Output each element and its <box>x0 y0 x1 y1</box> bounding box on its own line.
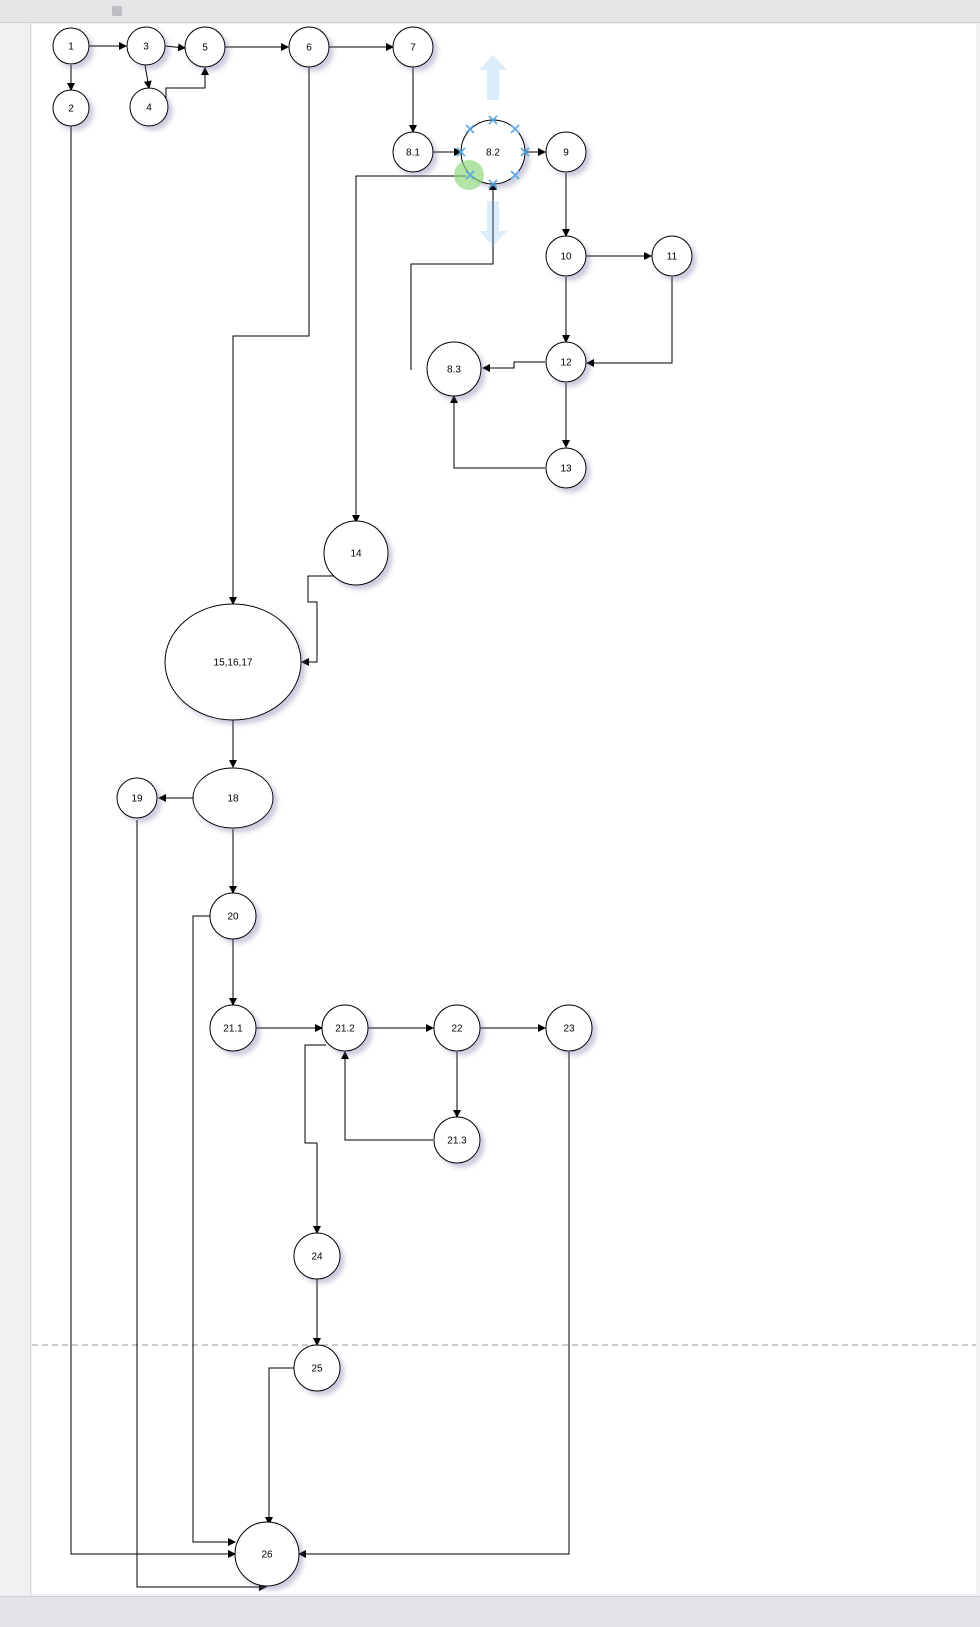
node-label: 7 <box>410 43 416 54</box>
handle-bottom-left-icon <box>465 170 475 180</box>
node-label: 6 <box>306 43 312 54</box>
node-20[interactable]: 20 <box>209 892 257 940</box>
node-7[interactable]: 7 <box>392 26 434 68</box>
edge-3-4 <box>143 64 152 89</box>
edge-83-82 <box>410 182 497 370</box>
node-14[interactable]: 14 <box>323 520 389 586</box>
node-21-2[interactable]: 21.2 <box>321 1004 369 1052</box>
node-11[interactable]: 11 <box>651 235 693 277</box>
node-label: 11 <box>667 252 678 263</box>
node-1[interactable]: 1 <box>52 27 90 65</box>
node-9[interactable]: 9 <box>545 131 587 173</box>
handle-top-right-icon <box>510 124 520 134</box>
node-label: 22 <box>451 1024 463 1035</box>
node-12[interactable]: 12 <box>545 341 587 383</box>
node-label: 19 <box>131 794 143 805</box>
node-10[interactable]: 10 <box>545 235 587 277</box>
edge-82-14 <box>352 175 466 523</box>
node-2[interactable]: 2 <box>52 89 90 127</box>
edge-2-26 <box>70 126 236 1558</box>
node-23[interactable]: 23 <box>545 1004 593 1052</box>
edge-20-26 <box>192 915 236 1546</box>
diagram-canvas[interactable] <box>32 24 976 1594</box>
node-label: 25 <box>311 1364 323 1375</box>
move-up-arrow-icon[interactable] <box>479 55 507 100</box>
node-label: 15,16,17 <box>214 658 253 669</box>
node-21-3[interactable]: 21.3 <box>433 1116 481 1164</box>
node-13[interactable]: 13 <box>545 447 587 489</box>
node-26[interactable]: 26 <box>234 1521 300 1587</box>
node-label: 13 <box>560 464 572 475</box>
node-label: 24 <box>311 1252 323 1263</box>
node-8-3[interactable]: 8.3 <box>426 341 482 397</box>
node-label: 9 <box>563 148 569 159</box>
selection-overlay <box>454 55 530 246</box>
edge-13-83 <box>450 395 545 469</box>
left-ruler <box>0 23 31 1603</box>
node-22[interactable]: 22 <box>433 1004 481 1052</box>
node-19[interactable]: 19 <box>116 777 158 819</box>
node-label: 20 <box>227 912 239 923</box>
edge-11-12 <box>586 277 673 367</box>
nodes[interactable]: 1 2 3 4 5 6 7 8.1 8.2 9 10 11 12 8.3 13 <box>52 26 693 1587</box>
node-3[interactable]: 3 <box>126 26 166 66</box>
edges <box>67 42 673 1591</box>
node-label: 10 <box>560 252 572 263</box>
handle-bottom-right-icon <box>510 170 520 180</box>
edge-212-24 <box>304 1044 326 1234</box>
handle-right-icon <box>520 147 530 157</box>
node-4[interactable]: 4 <box>129 87 169 127</box>
handle-left-icon <box>456 147 466 157</box>
node-25[interactable]: 25 <box>293 1344 341 1392</box>
toolbar-handle-icon[interactable] <box>112 6 122 16</box>
node-label: 26 <box>261 1550 273 1561</box>
edge-14-151617 <box>301 575 335 666</box>
node-label: 12 <box>560 358 572 369</box>
node-label: 18 <box>227 794 239 805</box>
handle-top-left-icon <box>465 124 475 134</box>
edge-6-151617 <box>229 67 310 605</box>
node-label: 21.2 <box>335 1024 355 1035</box>
edge-12-83 <box>482 361 545 372</box>
connection-handles[interactable] <box>456 115 530 189</box>
top-toolbar <box>0 0 980 23</box>
node-24[interactable]: 24 <box>293 1232 341 1280</box>
node-label: 23 <box>563 1024 575 1035</box>
node-label: 2 <box>68 104 74 115</box>
node-15-16-17[interactable]: 15,16,17 <box>164 603 302 721</box>
edge-213-212 <box>341 1051 433 1141</box>
edge-25-26 <box>265 1367 294 1525</box>
edge-4-5 <box>165 67 209 103</box>
node-18[interactable]: 18 <box>192 767 274 829</box>
node-label: 8.1 <box>406 148 420 159</box>
status-bar <box>0 1596 980 1627</box>
node-label: 8.2 <box>486 148 500 159</box>
edge-23-26 <box>298 1052 570 1558</box>
node-label: 8.3 <box>447 365 461 376</box>
node-21-1[interactable]: 21.1 <box>209 1004 257 1052</box>
node-5[interactable]: 5 <box>184 26 226 68</box>
node-6[interactable]: 6 <box>288 26 330 68</box>
node-label: 1 <box>68 42 74 53</box>
edge-19-26 <box>136 820 267 1591</box>
node-label: 4 <box>146 103 152 114</box>
handle-bottom-icon <box>488 179 498 189</box>
node-label: 21.3 <box>447 1136 467 1147</box>
edge-3-5 <box>164 43 186 52</box>
move-down-arrow-icon[interactable] <box>479 201 507 246</box>
node-label: 3 <box>143 42 149 53</box>
handle-top-icon <box>488 115 498 125</box>
node-label: 21.1 <box>223 1024 243 1035</box>
node-label: 14 <box>350 549 362 560</box>
node-8-1[interactable]: 8.1 <box>392 131 434 173</box>
node-label: 5 <box>202 43 208 54</box>
